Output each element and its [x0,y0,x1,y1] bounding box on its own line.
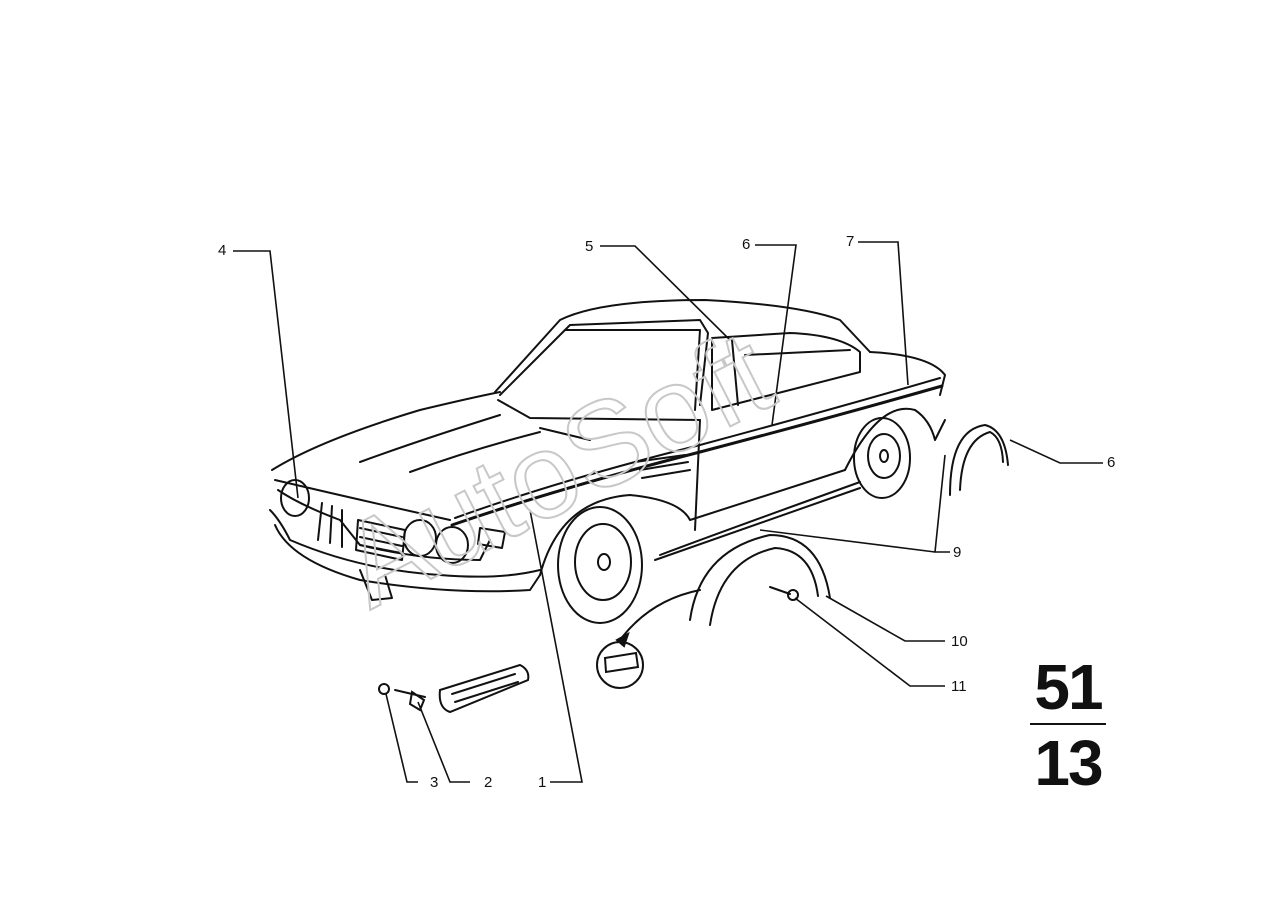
page-code: 51 13 [1030,655,1106,795]
callout-6-right: 6 [1107,454,1116,471]
callout-2: 2 [484,774,493,791]
screw-part [394,689,426,712]
callout-3: 3 [430,774,439,791]
callout-6-top: 6 [742,236,751,253]
callout-9: 9 [953,544,962,561]
page-code-group: 51 [1034,651,1103,723]
watermark-text: AutoSoft [321,305,792,633]
callout-11: 11 [951,678,967,695]
loose-parts [378,423,1009,714]
car-outline [269,299,946,624]
nut-part [378,683,390,695]
callout-5: 5 [585,238,594,255]
front-arch-trim [689,533,831,621]
side-marker-lamp [438,663,530,714]
page-code-divider [1030,723,1106,725]
page-code-subgroup: 13 [1034,727,1103,799]
leader-lines [233,241,1103,783]
callout-1: 1 [538,774,547,791]
clip-inset [596,641,644,689]
callout-7: 7 [846,233,855,250]
rivet-part [769,586,791,595]
callout-10: 10 [951,633,968,650]
rear-arch-trim [949,423,1009,496]
callout-4: 4 [218,242,227,259]
